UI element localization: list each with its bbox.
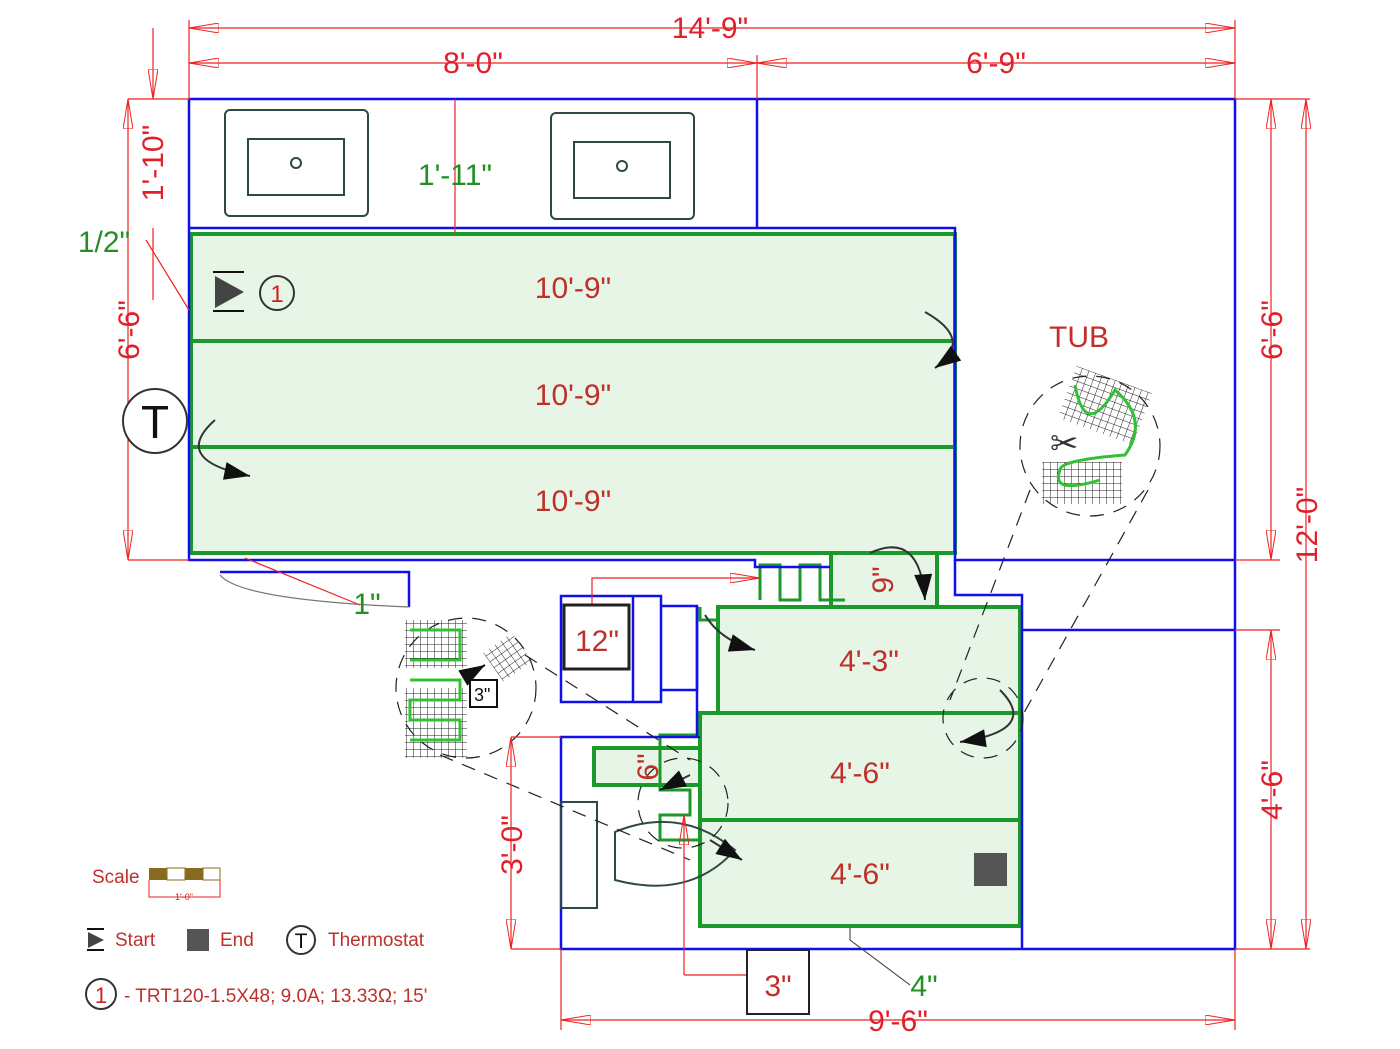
toilet-tank [560, 801, 598, 909]
legend-thermostat-symbol: T [295, 930, 308, 953]
legend-start-icon [87, 928, 104, 951]
legend-circuit-spec: - TRT120-1.5X48; 9.0A; 13.33Ω; 15' [124, 986, 427, 1007]
dim-box-3: 3" [764, 970, 791, 1003]
run-label: 4'-6" [830, 858, 890, 891]
run-label: 10'-9" [535, 485, 611, 518]
dim-bottom-4: 4" [910, 970, 937, 1003]
dim-strip-9: 9" [867, 566, 900, 593]
dim-strip-6: 6" [632, 753, 665, 780]
dim-vanity-width: 8'-0" [443, 47, 503, 80]
detail-circle-corner [942, 677, 1024, 759]
tub-label: TUB [1049, 321, 1109, 354]
mat-run-6 [698, 818, 1022, 928]
legend: Scale 1'-0" Start End T Thermostat 1 - T… [85, 867, 427, 1010]
dim-toilet-offset: 3'-0" [496, 815, 529, 875]
run-label: 4'-3" [839, 645, 899, 678]
scale-bar [148, 867, 221, 898]
thermostat-symbol: T [141, 396, 169, 448]
legend-circuit-badge [85, 978, 117, 1010]
dim-box-12: 12" [575, 625, 619, 658]
fixtures [219, 109, 737, 909]
run-label: 10'-9" [535, 379, 611, 412]
drain-icon [290, 157, 302, 169]
dim-overall-width: 14'-9" [672, 12, 748, 45]
legend-thermostat-label: Thermostat [328, 930, 425, 951]
dim-vanity-depth: 1'-10" [137, 125, 170, 201]
walls [187, 97, 1237, 951]
detail-circle-tub [1019, 375, 1161, 517]
circuit-badge [259, 275, 295, 311]
scissors-icon: ✂ [1050, 426, 1079, 463]
detail-circle-toilet [637, 757, 729, 849]
end-marker-icon [974, 853, 1007, 886]
mat-run-1 [189, 232, 957, 343]
dimension-lines [128, 20, 1310, 1030]
legend-circuit-number: 1 [95, 983, 107, 1008]
thermostat-icon [122, 388, 188, 454]
mat-run-2 [189, 339, 957, 449]
mat-run-3 [189, 445, 957, 555]
run-label: 4'-6" [830, 757, 890, 790]
start-marker-icon [213, 271, 244, 312]
direction-arrows [197, 311, 1015, 861]
drain-icon [616, 160, 628, 172]
dim-gap-top: 1'-11" [418, 159, 492, 192]
door-swing [219, 574, 410, 608]
legend-end-label: End [220, 930, 254, 951]
sink-right [550, 112, 695, 220]
legend-start-label: Start [115, 930, 156, 951]
sink-left [224, 109, 369, 217]
dim-right-height-lower: 4'-6" [1256, 760, 1289, 820]
dim-door-offset: 1" [353, 588, 380, 621]
dim-overall-height: 12'-0" [1291, 487, 1324, 563]
dim-right-height-upper: 6'-6" [1256, 300, 1289, 360]
dim-offset-half: 1/2" [78, 226, 130, 259]
dim-tub-width: 6'-9" [966, 47, 1026, 80]
detail-3-label: 3" [474, 685, 490, 705]
scale-value: 1'-0" [175, 892, 193, 902]
dim-bottom-width: 9'-6" [868, 1005, 928, 1038]
legend-end-icon [187, 929, 209, 951]
circuit-number: 1 [270, 281, 283, 308]
legend-thermostat-icon [286, 925, 316, 955]
detail-callouts: ✂ 3" [395, 365, 1161, 861]
heating-mats [189, 232, 1022, 928]
scale-label: Scale [92, 867, 140, 888]
dim-left-height: 6'-6" [113, 300, 146, 360]
run-label: 10'-9" [535, 272, 611, 305]
